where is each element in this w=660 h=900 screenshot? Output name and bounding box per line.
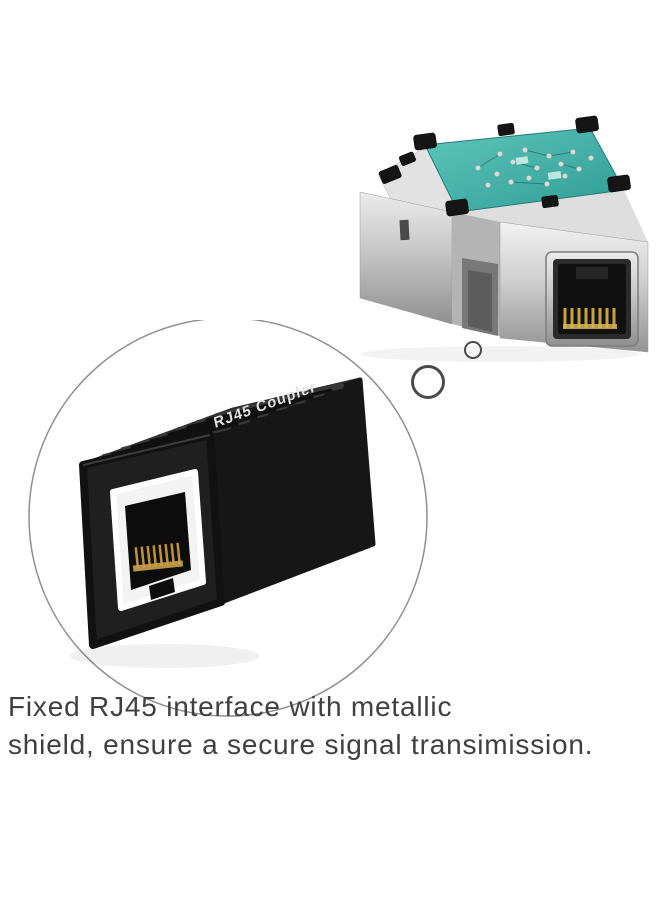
gold-pins-highlight (563, 324, 617, 329)
caption-line-2: shield, ensure a secure signal transimis… (8, 729, 594, 760)
black-coupler-shadow (70, 644, 260, 668)
black-coupler: RJ45 Coupler (79, 377, 376, 649)
metal-top-right-face (452, 190, 648, 242)
rj45-metal-latch-slot (576, 267, 608, 279)
gold-pins-black (134, 542, 181, 569)
metal-middle-notch-inner (468, 270, 492, 332)
bubble-circle-large (411, 365, 445, 399)
magnifier-circle (28, 320, 428, 717)
metal-coupler-shadow (360, 346, 640, 362)
rj45-latch-notch (149, 578, 175, 600)
metal-coupler-photo (359, 115, 649, 362)
pcb-solder-joints (475, 147, 594, 188)
rj45-metal-cavity (558, 264, 626, 334)
bubble-circle-small (464, 341, 482, 359)
pcb-board (424, 127, 625, 213)
magnifier-view: RJ45 Coupler (28, 320, 428, 717)
pcb-silkscreen (515, 156, 562, 180)
metal-left-face (359, 191, 453, 325)
caption-line-1: Fixed RJ45 interface with metallic (8, 691, 453, 722)
gold-pins-highlight-black (132, 560, 184, 572)
rj45-port-metal (545, 251, 639, 347)
coupler-front-top-edge (82, 434, 211, 466)
metal-left-slot (399, 219, 410, 241)
mounting-clips (378, 115, 631, 217)
caption: Fixed RJ45 interface with metallic shiel… (8, 688, 658, 764)
